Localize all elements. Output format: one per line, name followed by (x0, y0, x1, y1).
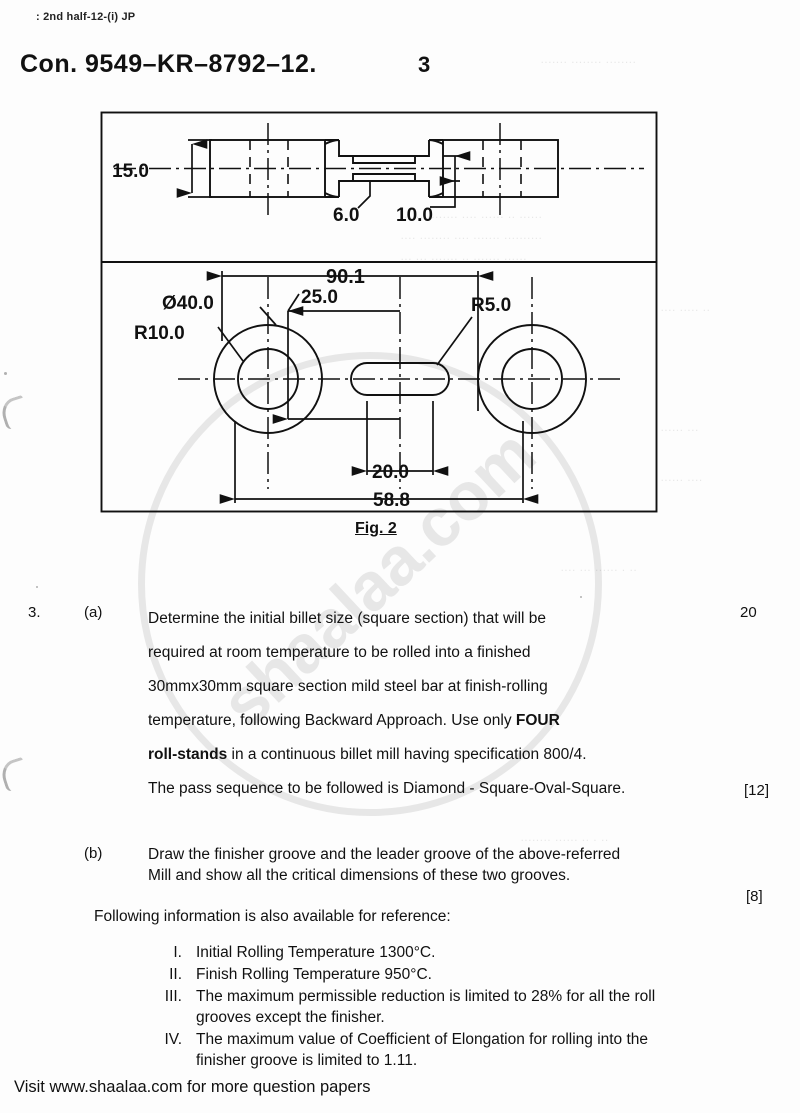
list-item-line: grooves except the finisher. (196, 1009, 385, 1026)
list-item-numeral: I. (173, 944, 182, 961)
con-number: Con. 9549–KR–8792–12. (20, 50, 317, 78)
q3a-line-5: roll-stands in a continuous billet mill … (148, 738, 738, 772)
reference-intro: Following information is also available … (94, 908, 451, 925)
question-part-a-label: (a) (84, 604, 103, 621)
scan-artifact-speck (4, 372, 7, 375)
q3a-line-2: required at room temperature to be rolle… (148, 644, 531, 661)
marks-part-b: [8] (746, 888, 763, 905)
q3a-emphasis-four: FOUR (515, 712, 560, 729)
bleed-through-ghost-text: .. ..... .... (660, 300, 710, 314)
q3a-line-6: The pass sequence to be followed is Diam… (148, 780, 626, 797)
dim-r5-0: R5.0 (471, 295, 511, 316)
dim-25-0: 25.0 (301, 287, 338, 308)
dim-dia-40: Ø40.0 (162, 293, 214, 314)
q3a-line-4: temperature, following Backward Approach… (148, 704, 738, 738)
bleed-through-ghost-text: .... ...... (660, 470, 703, 484)
list-item-line: The maximum value of Coefficient of Elon… (196, 1031, 649, 1048)
list-item-numeral: III. (164, 988, 182, 1005)
list-item-line: The maximum permissible reduction is lim… (196, 988, 656, 1005)
figure-caption: Fig. 2 (355, 520, 397, 537)
page-number: 3 (418, 52, 431, 77)
q3b-line-1: Draw the finisher groove and the leader … (148, 846, 621, 863)
list-item-line: Initial Rolling Temperature 1300°C. (196, 944, 436, 961)
marks-part-a: 20 (740, 604, 757, 621)
list-item-numeral: II. (169, 966, 182, 983)
q3a-line-5-text: in a continuous billet mill having speci… (227, 746, 587, 763)
scan-artifact-speck (580, 596, 582, 598)
list-item-line: Finish Rolling Temperature 950°C. (196, 966, 432, 983)
list-item-text: The maximum permissible reduction is lim… (196, 986, 790, 1028)
list-item-line: finisher groove is limited to 1.11. (196, 1052, 418, 1069)
list-item-numeral: IV. (164, 1031, 182, 1048)
footer-link-text: Visit www.shaalaa.com for more question … (14, 1078, 371, 1096)
dim-58-8: 58.8 (373, 490, 410, 511)
question-part-a-text: Determine the initial billet size (squar… (148, 602, 738, 806)
q3a-emphasis-rollstands: roll-stands (148, 746, 228, 763)
dim-10-0: 10.0 (396, 205, 433, 226)
figure-2-drawing: 15.0 6.0 10.0 90.1 Ø40.0 R10.0 25.0 R5.0… (100, 111, 658, 513)
dim-r10-0: R10.0 (134, 323, 185, 344)
list-item: IV. The maximum value of Coefficient of … (150, 1029, 790, 1071)
list-item: I. Initial Rolling Temperature 1300°C. (150, 942, 790, 963)
figure-svg: 15.0 6.0 10.0 90.1 Ø40.0 R10.0 25.0 R5.0… (100, 111, 658, 513)
dim-6-0: 6.0 (333, 205, 359, 226)
list-item-text: Initial Rolling Temperature 1300°C. (196, 942, 790, 963)
list-item: III. The maximum permissible reduction i… (150, 986, 790, 1028)
q3a-line-1: Determine the initial billet size (squar… (148, 610, 547, 627)
scan-artifact-speck (36, 586, 38, 588)
bleed-through-ghost-text: .. . .. ...... ........ (520, 830, 609, 844)
exam-code-note: : 2nd half-12-(i) JP (36, 11, 136, 23)
dim-15-0: 15.0 (112, 161, 149, 182)
dim-90-1: 90.1 (326, 266, 365, 288)
dim-20-0: 20.0 (372, 462, 409, 483)
question-number: 3. (28, 604, 41, 621)
bleed-through-ghost-text: ........ ........ ....... (540, 52, 636, 66)
list-item-text: Finish Rolling Temperature 950°C. (196, 964, 790, 985)
list-item: II. Finish Rolling Temperature 950°C. (150, 964, 790, 985)
question-part-b-label: (b) (84, 845, 103, 862)
marks-part-a-bracket: [12] (744, 782, 770, 799)
question-part-b-text: Draw the finisher groove and the leader … (148, 844, 748, 886)
bleed-through-ghost-text: ... ...... (660, 420, 699, 434)
q3a-line-4-text: temperature, following Backward Approach… (148, 712, 516, 729)
list-item-text: The maximum value of Coefficient of Elon… (196, 1029, 790, 1071)
bleed-through-ghost-text: .. . ...... ... .... (560, 560, 637, 574)
q3b-line-2: Mill and show all the critical dimension… (148, 867, 571, 884)
reference-list: I. Initial Rolling Temperature 1300°C. I… (150, 942, 790, 1072)
q3a-line-3: 30mmx30mm square section mild steel bar … (148, 678, 548, 695)
